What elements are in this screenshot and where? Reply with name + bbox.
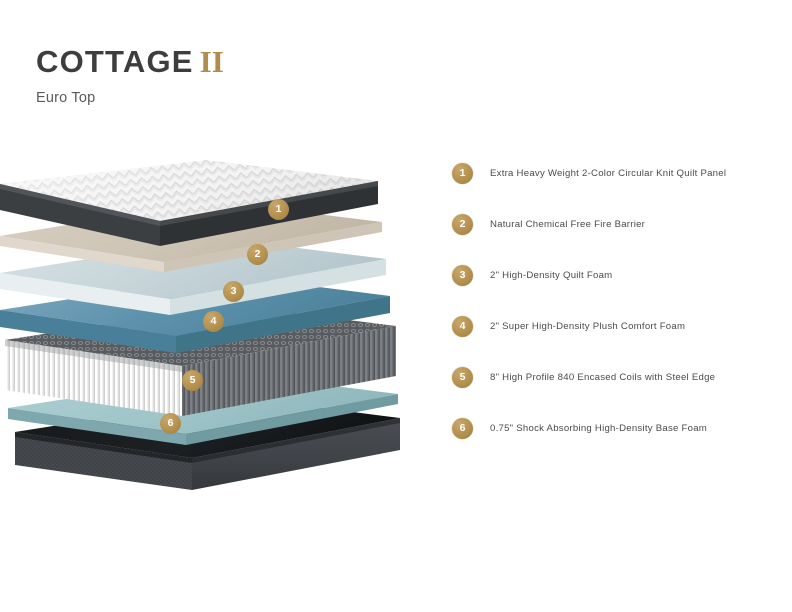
- legend-item-5[interactable]: 5 8" High Profile 840 Encased Coils with…: [452, 367, 782, 418]
- legend-badge-3: 3: [452, 265, 473, 286]
- legend-badge-2: 2: [452, 214, 473, 235]
- legend-label-2: Natural Chemical Free Fire Barrier: [490, 218, 646, 230]
- legend-badge-4: 4: [452, 316, 473, 337]
- legend-badge-5: 5: [452, 367, 473, 388]
- brand-roman-numeral: II: [199, 44, 224, 79]
- diagram-callout-6-number: 6: [160, 413, 181, 434]
- legend-label-4: 2" Super High-Density Plush Comfort Foam: [490, 320, 686, 332]
- legend-item-1[interactable]: 1 Extra Heavy Weight 2-Color Circular Kn…: [452, 163, 782, 214]
- brand-name: COTTAGE: [36, 44, 194, 79]
- mattress-layer-illustration: 1 2 3 4 5 6: [0, 160, 420, 490]
- diagram-callout-2[interactable]: 2: [247, 244, 268, 265]
- legend-item-6[interactable]: 6 0.75" Shock Absorbing High-Density Bas…: [452, 418, 782, 469]
- legend-item-2[interactable]: 2 Natural Chemical Free Fire Barrier: [452, 214, 782, 265]
- legend-label-1: Extra Heavy Weight 2-Color Circular Knit…: [490, 167, 727, 179]
- layer-legend-list: 1 Extra Heavy Weight 2-Color Circular Kn…: [452, 163, 782, 469]
- diagram-callout-4-number: 4: [203, 311, 224, 332]
- diagram-callout-5[interactable]: 5: [182, 370, 203, 391]
- diagram-callout-4[interactable]: 4: [203, 311, 224, 332]
- legend-item-3[interactable]: 3 2" High-Density Quilt Foam: [452, 265, 782, 316]
- legend-badge-6: 6: [452, 418, 473, 439]
- diagram-callout-1-number: 1: [268, 199, 289, 220]
- diagram-callout-2-number: 2: [247, 244, 268, 265]
- legend-item-4[interactable]: 4 2" Super High-Density Plush Comfort Fo…: [452, 316, 782, 367]
- legend-badge-1: 1: [452, 163, 473, 184]
- diagram-callout-6[interactable]: 6: [160, 413, 181, 434]
- legend-label-5: 8" High Profile 840 Encased Coils with S…: [490, 371, 716, 383]
- diagram-callout-1[interactable]: 1: [268, 199, 289, 220]
- diagram-callout-3-number: 3: [223, 281, 244, 302]
- legend-label-6: 0.75" Shock Absorbing High-Density Base …: [490, 422, 708, 434]
- legend-label-3: 2" High-Density Quilt Foam: [490, 269, 613, 281]
- layer-3-quilt-foam: [0, 238, 386, 315]
- product-subtitle: Euro Top: [36, 90, 96, 106]
- diagram-callout-3[interactable]: 3: [223, 281, 244, 302]
- diagram-callout-5-number: 5: [182, 370, 203, 391]
